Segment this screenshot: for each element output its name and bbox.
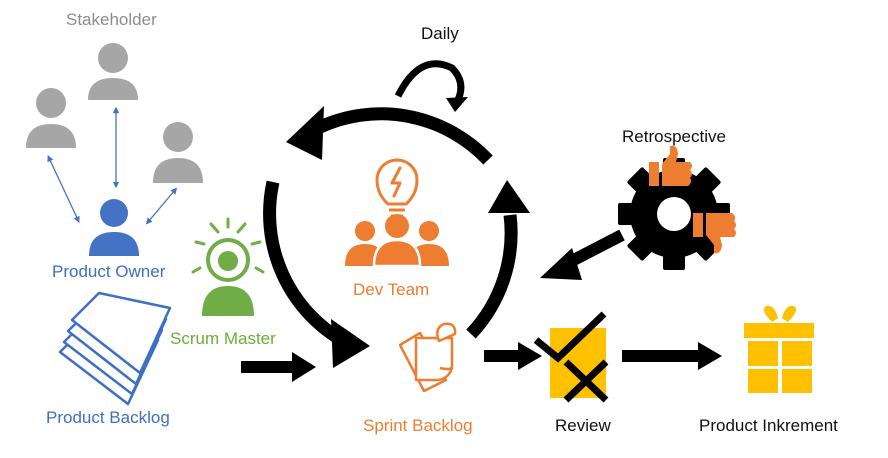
sprint-backlog-notes-icon (398, 322, 457, 393)
daily-loop-arrow (394, 60, 468, 112)
dev-team-label: Dev Team (353, 280, 430, 299)
product-backlog-label: Product Backlog (46, 408, 170, 427)
cycle-arrowheads (286, 106, 530, 368)
dev-team-group-icon (345, 214, 449, 268)
retrospective-label: Retrospective (622, 127, 726, 146)
gift-box-icon (744, 305, 814, 393)
sprint-to-review-arrow (484, 342, 542, 370)
stakeholder-person-icon (88, 43, 138, 100)
product-owner-label: Product Owner (52, 262, 166, 281)
scrum-master-person-icon (191, 217, 265, 316)
review-to-increment-arrow (622, 342, 722, 370)
stakeholder-person-icon (153, 122, 203, 183)
sprint-backlog-label: Sprint Backlog (363, 416, 473, 435)
backlog-papers-icon (58, 291, 172, 406)
scrum-master-arrow (241, 352, 316, 382)
scrum-master-label: Scrum Master (170, 329, 276, 348)
daily-label: Daily (421, 24, 459, 43)
lightbulb-icon (375, 158, 419, 218)
thumbs-up-icon (649, 145, 692, 186)
stakeholder-label: Stakeholder (66, 10, 157, 29)
retrospective-arrow (540, 229, 625, 280)
thumbs-down-icon (693, 213, 736, 254)
review-check-icon (533, 311, 609, 403)
stakeholder-communication-arrows (47, 106, 178, 225)
review-label: Review (555, 416, 611, 435)
sprint-cycle-arrows (263, 107, 518, 348)
product-owner-person-icon (89, 199, 139, 256)
stakeholder-person-icon (26, 88, 76, 148)
product-inkrement-label: Product Inkrement (699, 416, 838, 435)
